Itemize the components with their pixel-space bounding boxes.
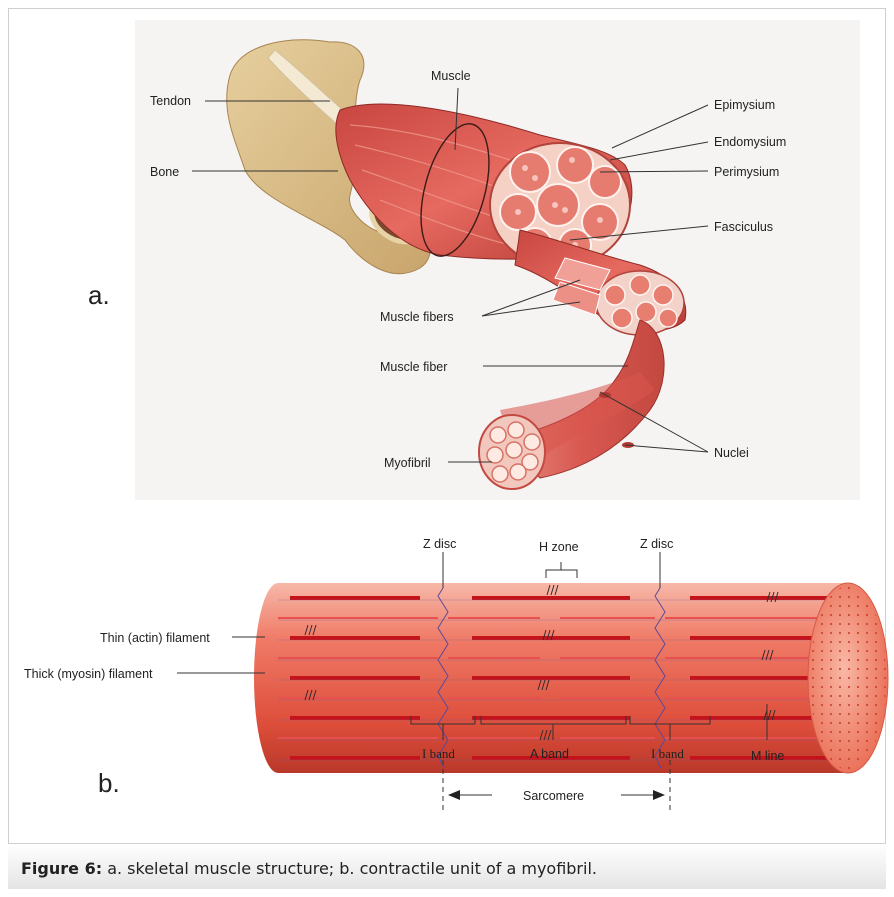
label-m-line: M line (751, 749, 784, 763)
label-a-band: A band (530, 747, 569, 761)
label-fasciculus: Fasciculus (714, 220, 773, 234)
label-z-disc-left: Z disc (423, 537, 456, 551)
label-endomysium: Endomysium (714, 135, 786, 149)
label-perimysium: Perimysium (714, 165, 779, 179)
label-z-disc-right: Z disc (640, 537, 673, 551)
caption-text: a. skeletal muscle structure; b. contrac… (102, 859, 597, 878)
label-sarcomere: Sarcomere (523, 789, 584, 803)
muscle-anatomy-illustration: Tendon Bone Muscle Epimysium Endomysium … (88, 20, 860, 500)
label-muscle-fiber: Muscle fiber (380, 360, 447, 374)
label-h-zone: H zone (539, 540, 579, 554)
panel-a-label: a. (88, 280, 110, 310)
myofibril-sarcomere-diagram: Z disc H zone Z disc Thin (actin) filame… (24, 537, 888, 812)
panel-b-label: b. (98, 768, 120, 798)
filament-cross-section-dots (810, 586, 886, 770)
arrow-left-icon (448, 790, 460, 800)
label-muscle-fibers: Muscle fibers (380, 310, 454, 324)
label-myofibril: Myofibril (384, 456, 431, 470)
label-i-band-right: I band (651, 746, 684, 761)
caption-prefix: Figure 6: (21, 859, 102, 878)
label-thick-filament: Thick (myosin) filament (24, 667, 153, 681)
label-nuclei: Nuclei (714, 446, 749, 460)
label-i-band-left: I band (422, 746, 455, 761)
label-tendon: Tendon (150, 94, 191, 108)
label-bone: Bone (150, 165, 179, 179)
label-epimysium: Epimysium (714, 98, 775, 112)
figure-caption: Figure 6: a. skeletal muscle structure; … (8, 843, 886, 889)
arrow-right-icon (653, 790, 665, 800)
label-muscle: Muscle (431, 69, 471, 83)
label-thin-filament: Thin (actin) filament (100, 631, 210, 645)
